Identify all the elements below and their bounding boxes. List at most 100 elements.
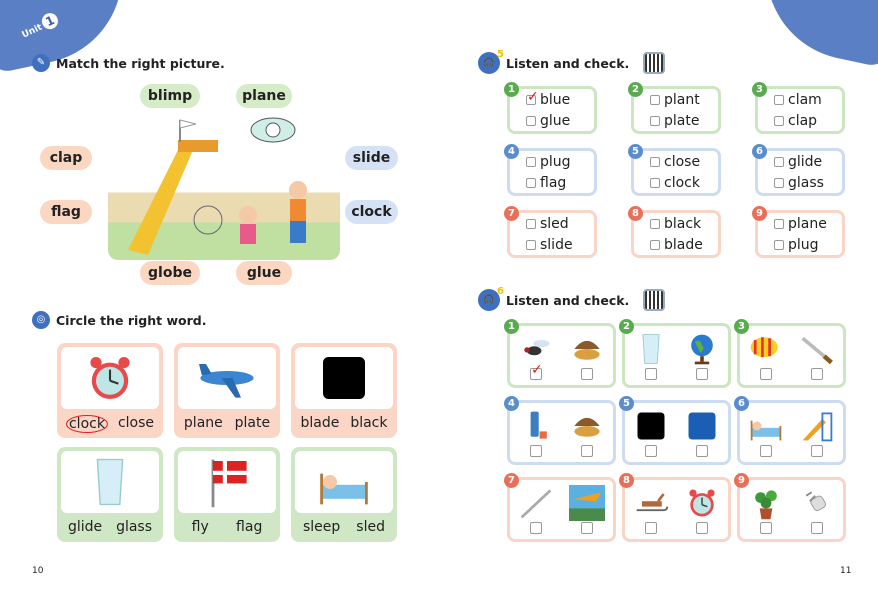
word-option[interactable]: close xyxy=(117,415,154,431)
checkbox[interactable] xyxy=(696,368,708,380)
checkbox[interactable] xyxy=(645,522,657,534)
checkbox[interactable] xyxy=(760,522,772,534)
word-choice[interactable]: plate xyxy=(634,110,718,131)
picture-choice[interactable] xyxy=(793,328,841,383)
checkbox[interactable] xyxy=(526,115,536,126)
word-choice[interactable]: clock xyxy=(634,172,718,193)
label-globe[interactable]: globe xyxy=(140,261,200,285)
word-option[interactable]: flag xyxy=(236,519,263,535)
checkbox[interactable] xyxy=(530,362,543,380)
checkbox[interactable] xyxy=(811,368,823,380)
word-choice[interactable]: glide xyxy=(758,151,842,172)
word-option[interactable]: black xyxy=(350,415,388,431)
picture-choice[interactable] xyxy=(793,482,841,537)
checkbox[interactable] xyxy=(581,368,593,380)
picture-choice[interactable] xyxy=(563,482,611,537)
word-choice[interactable]: close xyxy=(634,151,718,172)
checkbox[interactable] xyxy=(650,156,660,167)
word-option[interactable]: glass xyxy=(116,519,153,535)
checkbox[interactable] xyxy=(650,94,660,105)
label-blimp[interactable]: blimp xyxy=(140,84,200,108)
checkbox[interactable] xyxy=(650,115,660,126)
picture-choice[interactable] xyxy=(512,482,560,537)
picture-choice[interactable] xyxy=(512,328,560,383)
checkbox[interactable] xyxy=(811,445,823,457)
word-option[interactable]: glide xyxy=(67,519,103,535)
checkbox[interactable] xyxy=(650,218,660,229)
card-image xyxy=(295,451,393,513)
checkbox[interactable] xyxy=(650,177,660,188)
word-choice[interactable]: blade xyxy=(634,234,718,255)
picture-choice[interactable] xyxy=(678,405,726,460)
checkbox[interactable] xyxy=(526,177,536,188)
checkbox[interactable] xyxy=(774,156,784,167)
checkbox[interactable] xyxy=(696,522,708,534)
picture-choice[interactable] xyxy=(563,405,611,460)
picture-choice[interactable] xyxy=(627,482,675,537)
label-glue[interactable]: glue xyxy=(236,261,292,285)
word-choice[interactable]: slide xyxy=(510,234,594,255)
word-option[interactable]: plane xyxy=(183,415,223,431)
label-flag[interactable]: flag xyxy=(40,200,92,224)
label-slide[interactable]: slide xyxy=(345,146,398,170)
word-choice[interactable]: blue xyxy=(510,89,594,110)
checkbox[interactable] xyxy=(526,239,536,250)
label-clock[interactable]: clock xyxy=(345,200,398,224)
word-option[interactable]: plate xyxy=(234,415,271,431)
checkbox[interactable] xyxy=(760,368,772,380)
checkbox[interactable] xyxy=(645,445,657,457)
picture-choice[interactable] xyxy=(742,482,790,537)
checkbox[interactable] xyxy=(774,115,784,126)
checkbox[interactable] xyxy=(774,218,784,229)
checkbox[interactable] xyxy=(774,177,784,188)
word-choice[interactable]: flag xyxy=(510,172,594,193)
checkbox[interactable] xyxy=(530,445,542,457)
word-option[interactable]: fly xyxy=(191,519,209,535)
picture-choice[interactable] xyxy=(512,405,560,460)
word-option[interactable]: sled xyxy=(356,519,385,535)
picture-choice[interactable] xyxy=(793,405,841,460)
word-card: plane plate xyxy=(174,343,280,438)
qr-code-icon[interactable] xyxy=(643,289,666,311)
picture-choice[interactable] xyxy=(678,482,726,537)
word-choice[interactable]: plane xyxy=(758,213,842,234)
word-choice[interactable]: plug xyxy=(510,151,594,172)
word-choice[interactable]: plug xyxy=(758,234,842,255)
label-plane[interactable]: plane xyxy=(236,84,292,108)
checkbox[interactable] xyxy=(774,239,784,250)
checkbox[interactable] xyxy=(526,218,536,229)
picture-choice[interactable] xyxy=(742,328,790,383)
picture-choice-box: 3 xyxy=(734,319,846,388)
checkbox[interactable] xyxy=(526,89,539,105)
word-choice[interactable]: sled xyxy=(510,213,594,234)
picture-choice[interactable] xyxy=(563,328,611,383)
word-choice[interactable]: glass xyxy=(758,172,842,193)
word-option[interactable]: clock xyxy=(65,415,108,433)
picture-choice[interactable] xyxy=(678,328,726,383)
checkbox[interactable] xyxy=(581,445,593,457)
checkbox[interactable] xyxy=(581,522,593,534)
picture-choice[interactable] xyxy=(742,405,790,460)
stick-picture xyxy=(520,489,552,519)
qr-code-icon[interactable] xyxy=(643,52,666,74)
checkbox[interactable] xyxy=(774,94,784,105)
word-choice[interactable]: black xyxy=(634,213,718,234)
word-choice[interactable]: glue xyxy=(510,110,594,131)
checkbox[interactable] xyxy=(650,239,660,250)
checkbox[interactable] xyxy=(526,156,536,167)
word-choice[interactable]: clap xyxy=(758,110,842,131)
label-clap[interactable]: clap xyxy=(40,146,92,170)
card-words: plane plate xyxy=(178,409,276,431)
word-choice[interactable]: clam xyxy=(758,89,842,110)
checkbox[interactable] xyxy=(811,522,823,534)
picture-choice[interactable] xyxy=(627,405,675,460)
picture-choice[interactable] xyxy=(627,328,675,383)
checkbox[interactable] xyxy=(696,445,708,457)
word-option[interactable]: sleep xyxy=(303,519,341,535)
checkbox[interactable] xyxy=(760,445,772,457)
word-option[interactable]: blade xyxy=(300,415,340,431)
word-choice[interactable]: plant xyxy=(634,89,718,110)
card-words: fly flag xyxy=(178,513,276,535)
checkbox[interactable] xyxy=(530,522,542,534)
checkbox[interactable] xyxy=(645,368,657,380)
